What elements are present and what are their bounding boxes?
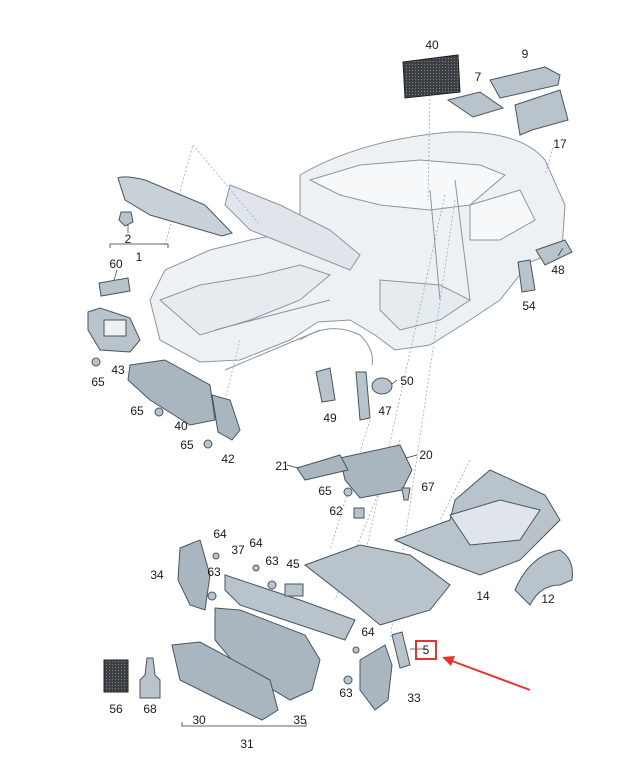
part-floor-front [303, 544, 451, 626]
callout-30: 30 [192, 713, 206, 727]
part-68 [139, 657, 161, 699]
callout-63-a: 63 [207, 565, 221, 579]
part-34 [177, 539, 211, 611]
part-42 [211, 394, 241, 441]
label-ticks [113, 224, 564, 650]
callout-56: 60 [109, 257, 123, 271]
part-31-bracket [181, 722, 307, 727]
callout-40: 40 [174, 419, 188, 433]
part-63-b [267, 580, 277, 590]
callout-1: 1 [135, 250, 143, 264]
callout-65-b: 65 [130, 404, 144, 418]
callout-64-b: 64 [249, 536, 263, 550]
callout-62: 62 [329, 504, 343, 518]
callout-47: 48 [551, 263, 565, 277]
part-65-a [91, 357, 101, 367]
part-33 [359, 644, 393, 711]
callout-50: 50 [400, 374, 414, 388]
callout-33: 33 [407, 691, 421, 705]
part-43-inner [103, 319, 127, 337]
part-65-d [343, 487, 353, 497]
callout-48: 47 [378, 404, 392, 418]
part-63-a [207, 591, 217, 601]
callout-65-a: 65 [91, 375, 105, 389]
callout-34: 34 [150, 568, 164, 582]
callout-49: 49 [323, 411, 337, 425]
part-64-a [212, 552, 220, 560]
part-60 [103, 659, 129, 693]
highlight-arrow [442, 656, 531, 691]
callout-63-c: 63 [339, 686, 353, 700]
part-15 [402, 54, 461, 99]
callout-35: 35 [293, 713, 307, 727]
part-62 [353, 507, 365, 519]
part-63-c [343, 675, 353, 685]
callout-42: 42 [221, 452, 235, 466]
part-49 [315, 367, 336, 403]
callout-9: 9 [521, 47, 529, 61]
part-17 [514, 89, 569, 136]
part-65-b [154, 407, 164, 417]
callout-20: 20 [419, 448, 433, 462]
callout-15: 40 [425, 38, 439, 52]
part-1-bracket-lines [109, 243, 169, 248]
part-1-windshield [117, 176, 233, 237]
callout-68: 68 [143, 702, 157, 716]
car-body-shell [149, 131, 566, 371]
part-2-clip [118, 211, 134, 227]
callout-31: 31 [240, 737, 254, 751]
callout-2: 2 [124, 232, 132, 246]
part-50 [371, 377, 393, 395]
callout-67: 67 [421, 480, 435, 494]
callout-54: 54 [522, 299, 536, 313]
callout-43: 43 [111, 363, 125, 377]
part-64-b [252, 564, 260, 572]
part-54 [517, 259, 536, 293]
part-5 [391, 631, 411, 669]
part-67 [401, 487, 411, 501]
callout-64-a: 64 [213, 527, 227, 541]
part-7 [446, 91, 505, 118]
part-64-c [352, 646, 360, 654]
callout-64-c: 64 [361, 625, 375, 639]
callout-63-b: 63 [265, 554, 279, 568]
callout-7: 7 [474, 70, 482, 84]
callout-37: 37 [231, 543, 245, 557]
callout-65-c: 65 [180, 438, 194, 452]
part-12 [514, 549, 573, 606]
part-30 [171, 641, 279, 721]
part-35 [214, 607, 321, 701]
part-9 [489, 66, 561, 99]
part-47 [535, 239, 573, 266]
part-65-c [203, 439, 213, 449]
callout-17: 17 [553, 137, 567, 151]
callout-45: 45 [286, 557, 300, 571]
callout-14: 14 [476, 589, 490, 603]
callout-12: 12 [541, 592, 555, 606]
part-37 [224, 574, 356, 641]
callout-60: 56 [109, 702, 123, 716]
part-40 [127, 359, 216, 426]
callout-5: 5 [422, 643, 430, 657]
part-14-inner [449, 499, 541, 546]
part-45 [284, 583, 304, 597]
highlight-box-5 [415, 640, 437, 660]
part-48 [355, 371, 371, 421]
part-21 [296, 454, 349, 481]
callout-65-d: 65 [318, 484, 332, 498]
callout-21: 21 [275, 459, 289, 473]
part-56 [98, 277, 131, 297]
